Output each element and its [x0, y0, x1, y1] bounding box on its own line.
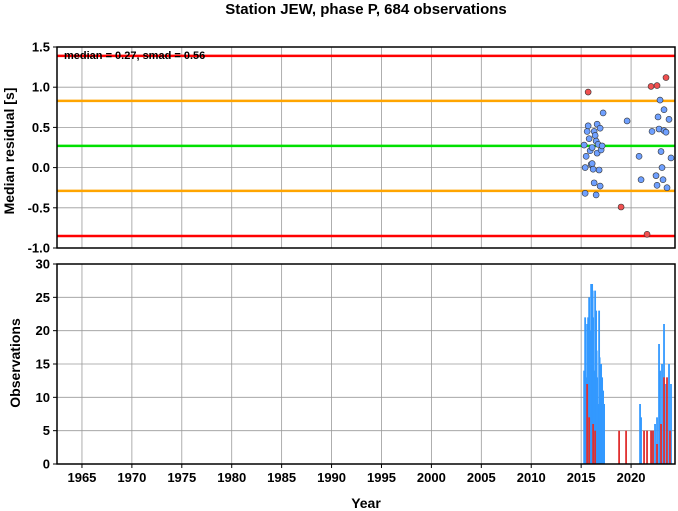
residual-point	[637, 176, 645, 183]
residual-point	[652, 172, 660, 179]
residual-point	[647, 83, 655, 90]
residual-point	[662, 74, 670, 81]
observations-grid	[57, 263, 675, 465]
y-tick-label: -1.0	[28, 241, 50, 256]
y-tick-label: 0	[43, 457, 50, 472]
y-tick-label: 30	[36, 257, 50, 272]
x-tick-label: 2015	[567, 470, 596, 485]
residual-point	[659, 176, 667, 183]
residual-point	[657, 148, 665, 155]
x-tick-label: 1990	[317, 470, 346, 485]
residual-point	[643, 231, 651, 238]
observations-y-axis-label: Observations	[7, 318, 23, 408]
residual-point	[617, 203, 625, 211]
residual-point	[581, 164, 589, 171]
residual-point	[581, 190, 589, 197]
residual-point	[654, 113, 662, 121]
y-tick-label: 5	[43, 423, 50, 438]
residual-point	[599, 109, 607, 117]
residual-point	[663, 184, 671, 191]
x-tick-label: 1995	[367, 470, 396, 485]
residual-point	[595, 166, 603, 174]
residual-point	[588, 160, 596, 167]
y-tick-label: 20	[36, 323, 50, 338]
residual-point	[596, 124, 604, 132]
residual-y-axis-label: Median residual [s]	[1, 88, 17, 215]
y-tick-label: 10	[36, 390, 50, 405]
residual-point	[590, 179, 598, 187]
residual-point	[665, 116, 673, 123]
x-tick-label: 1985	[267, 470, 296, 485]
stats-annotation: median = 0.27, smad = 0.56	[64, 50, 205, 62]
chart-title: Station JEW, phase P, 684 observations	[225, 1, 507, 18]
x-tick-label: 2005	[467, 470, 496, 485]
residual-reference-lines	[57, 54, 675, 238]
x-tick-label: 1980	[217, 470, 246, 485]
y-tick-label: 1.0	[32, 80, 50, 95]
residual-point	[585, 135, 593, 142]
residual-point	[589, 165, 597, 173]
x-tick-label: 1970	[117, 470, 146, 485]
y-tick-label: -0.5	[28, 200, 50, 215]
x-axis-label: Year	[351, 495, 381, 511]
y-tick-label: 1.5	[32, 40, 50, 55]
residual-point	[667, 154, 675, 162]
x-tick-label: 1975	[167, 470, 196, 485]
residual-point	[584, 122, 592, 130]
observations-y-ticks: 30 25 20 15 10 5 0	[36, 257, 57, 472]
x-tick-label: 2020	[617, 470, 646, 485]
residual-point	[583, 128, 591, 135]
residual-point	[598, 142, 606, 150]
residual-point	[580, 141, 588, 149]
residual-point	[596, 182, 604, 190]
residual-point	[591, 132, 599, 139]
y-tick-label: 0.0	[32, 160, 50, 175]
residual-point	[648, 128, 656, 135]
residual-point	[656, 96, 664, 104]
residual-point	[653, 82, 661, 89]
residual-y-ticks: 1.5 1.0 0.5 0.0 -0.5 -1.0	[28, 40, 57, 256]
residual-point	[658, 164, 666, 171]
residual-point	[623, 117, 631, 125]
residual-point	[635, 153, 643, 160]
residual-point	[662, 128, 670, 136]
residual-point	[660, 106, 668, 114]
y-tick-label: 15	[36, 357, 50, 372]
x-tick-label: 2010	[517, 470, 546, 485]
residual-panel: median = 0.27, smad = 0.56 1.5 1.0 0.5 0.0 -…	[1, 40, 676, 256]
residual-point	[584, 88, 592, 96]
residual-point	[653, 181, 661, 189]
year-x-ticks: 1965 1970 1975 1980 1985 1990 1995 2000 2005 2010…	[67, 464, 646, 485]
y-tick-label: 0.5	[32, 120, 50, 135]
residual-point	[588, 144, 596, 151]
y-tick-label: 25	[36, 290, 50, 305]
x-tick-label: 2000	[417, 470, 446, 485]
residual-points	[580, 74, 675, 238]
residual-point	[582, 153, 590, 160]
observation-bars	[583, 284, 672, 464]
residual-point	[592, 191, 600, 199]
x-tick-label: 1965	[67, 470, 96, 485]
residual-frame	[56, 46, 676, 249]
